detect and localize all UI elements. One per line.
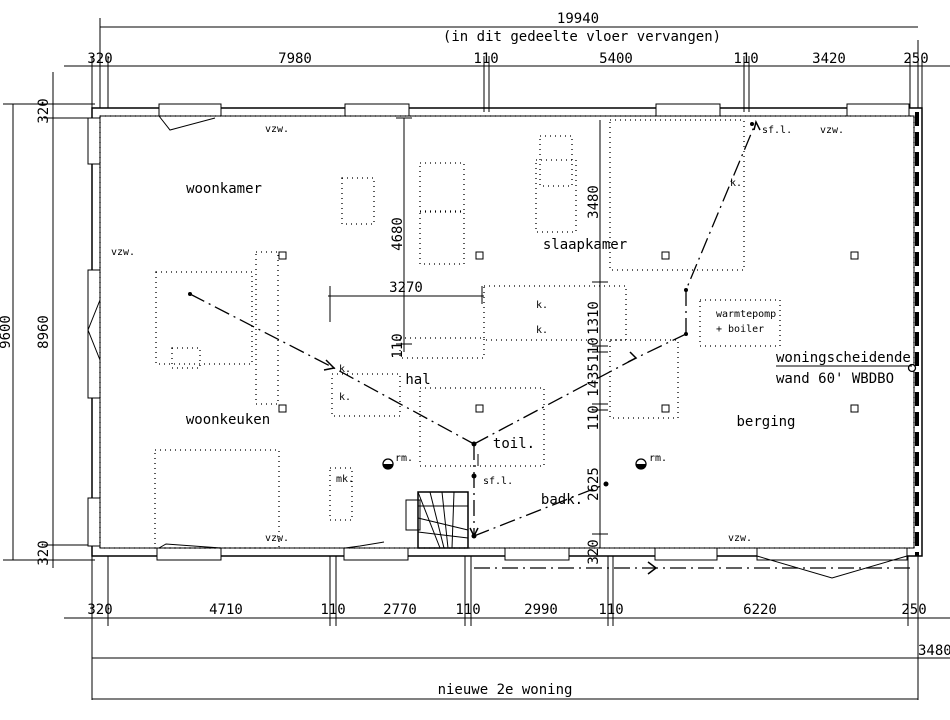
column-2 bbox=[475, 251, 484, 260]
annot-mk: mk. bbox=[336, 474, 354, 485]
outer-walls bbox=[91, 107, 923, 557]
dim-top-seg-3: 110 bbox=[473, 51, 498, 67]
window-top-2 bbox=[344, 103, 410, 117]
windows bbox=[87, 103, 910, 579]
dim-interior-horizontal: 3270 bbox=[389, 280, 423, 296]
column-5 bbox=[278, 404, 287, 413]
dim-right-seg-1: 3480 bbox=[586, 185, 602, 219]
smoke-detector-icon bbox=[635, 458, 647, 470]
annot-sfl-bottom: sf.l. bbox=[483, 476, 513, 487]
dim-bottom-total: 34800 bbox=[918, 643, 950, 659]
annot-rm-left: rm. bbox=[395, 453, 413, 464]
smoke-detectors bbox=[382, 458, 647, 470]
annot-vzw-bottom-left: vzw. bbox=[265, 533, 289, 544]
dim-right-seg-2: 1310 bbox=[586, 301, 602, 335]
window-top-4 bbox=[846, 103, 910, 117]
top-dimensions: 19940 (in dit gedeelte vloer vervangen) … bbox=[64, 11, 950, 112]
dim-bottom-seg-1: 320 bbox=[87, 602, 112, 618]
room-label-slaapkamer: slaapkamer bbox=[543, 237, 627, 253]
dim-bottom-seg-7: 110 bbox=[598, 602, 623, 618]
dim-right-seg-6: 2625 bbox=[586, 467, 602, 501]
annot-vzw-top-right: vzw. bbox=[820, 125, 844, 136]
furniture-dotted bbox=[99, 115, 915, 549]
annot-boiler: + boiler bbox=[716, 324, 764, 335]
dim-left-inner: 8960 bbox=[36, 315, 52, 349]
annot-k-2: k. bbox=[536, 300, 548, 311]
window-bottom-5 bbox=[756, 547, 908, 561]
dim-left-outer: 9600 bbox=[0, 315, 14, 349]
dim-top-seg-7: 250 bbox=[903, 51, 928, 67]
annot-k-3: k. bbox=[536, 325, 548, 336]
annot-vzw-left: vzw. bbox=[111, 247, 135, 258]
window-bottom-3 bbox=[504, 547, 570, 561]
dim-top-seg-6: 3420 bbox=[812, 51, 846, 67]
window-left-3 bbox=[87, 497, 101, 547]
column-6 bbox=[475, 404, 484, 413]
dim-bottom-seg-9: 250 bbox=[901, 602, 926, 618]
dim-bottom-seg-4: 2770 bbox=[383, 602, 417, 618]
smoke-detector-icon bbox=[382, 458, 394, 470]
annotations: vzw. vzw. vzw. vzw. vzw. k. k. k. k. k. … bbox=[111, 124, 912, 544]
columns bbox=[278, 251, 859, 413]
column-1 bbox=[278, 251, 287, 260]
annot-vzw-top-left: vzw. bbox=[265, 124, 289, 135]
column-8 bbox=[850, 404, 859, 413]
annot-k-4: k. bbox=[339, 364, 351, 375]
dim-top-seg-4: 5400 bbox=[599, 51, 633, 67]
dim-right-seg-7: 320 bbox=[586, 539, 602, 564]
dim-interior-vertical-left-small: 110 bbox=[390, 333, 406, 358]
footer-label: nieuwe 2e woning bbox=[438, 682, 573, 698]
left-dimensions: 9600 8960 320 320 bbox=[0, 72, 95, 568]
dim-bottom-seg-2: 4710 bbox=[209, 602, 243, 618]
annot-wall-note-2: wand 60' WBDBO bbox=[776, 371, 894, 387]
room-labels: woonkamer woonkeuken slaapkamer hal toil… bbox=[186, 181, 796, 508]
annot-sfl-top: sf.l. bbox=[762, 125, 792, 136]
window-bottom-4 bbox=[654, 547, 718, 561]
dim-interior-vertical-left: 4680 bbox=[390, 217, 406, 251]
column-4 bbox=[850, 251, 859, 260]
dim-left-bottom: 320 bbox=[36, 540, 52, 565]
dim-bottom-seg-8: 6220 bbox=[743, 602, 777, 618]
annot-warmtepomp: warmtepomp bbox=[716, 309, 776, 320]
window-bottom-2 bbox=[343, 547, 409, 561]
room-label-berging: berging bbox=[736, 414, 795, 430]
dim-top-seg-1: 320 bbox=[87, 51, 112, 67]
duct-lines bbox=[188, 119, 917, 575]
dim-bottom-seg-6: 2990 bbox=[524, 602, 558, 618]
interior-dimensions: 4680 110 3270 3480 1310 110 1435 110 262… bbox=[328, 117, 608, 565]
dim-bottom-seg-5: 110 bbox=[455, 602, 480, 618]
window-left-1 bbox=[87, 117, 101, 165]
annot-wall-note-1: woningscheidende bbox=[776, 350, 911, 366]
room-label-hal: hal bbox=[405, 372, 430, 388]
room-label-toil: toil. bbox=[493, 436, 535, 452]
window-bottom-1 bbox=[156, 547, 222, 561]
window-top-1 bbox=[158, 103, 222, 117]
dim-top-seg-5: 110 bbox=[733, 51, 758, 67]
column-3 bbox=[661, 251, 670, 260]
annot-rm-right: rm. bbox=[649, 453, 667, 464]
window-top-3 bbox=[655, 103, 721, 117]
dim-left-top: 320 bbox=[36, 98, 52, 123]
dim-top-total: 19940 bbox=[557, 11, 599, 27]
dim-right-seg-5: 110 bbox=[586, 405, 602, 430]
room-label-woonkamer: woonkamer bbox=[186, 181, 262, 197]
room-label-badk: badk. bbox=[541, 492, 583, 508]
dim-right-seg-3: 110 bbox=[586, 337, 602, 362]
column-7 bbox=[661, 404, 670, 413]
dim-right-seg-4: 1435 bbox=[586, 363, 602, 397]
bottom-dimensions: 320 4710 110 2770 110 2990 110 6220 250 … bbox=[64, 556, 950, 700]
annot-vzw-bottom-right: vzw. bbox=[728, 533, 752, 544]
dim-top-note: (in dit gedeelte vloer vervangen) bbox=[443, 29, 721, 45]
dim-bottom-seg-3: 110 bbox=[320, 602, 345, 618]
dim-top-seg-2: 7980 bbox=[278, 51, 312, 67]
annot-k-1: k. bbox=[730, 178, 742, 189]
room-label-woonkeuken: woonkeuken bbox=[186, 412, 270, 428]
window-left-2 bbox=[87, 269, 101, 399]
staircase bbox=[405, 491, 469, 549]
annot-k-5: k. bbox=[339, 392, 351, 403]
